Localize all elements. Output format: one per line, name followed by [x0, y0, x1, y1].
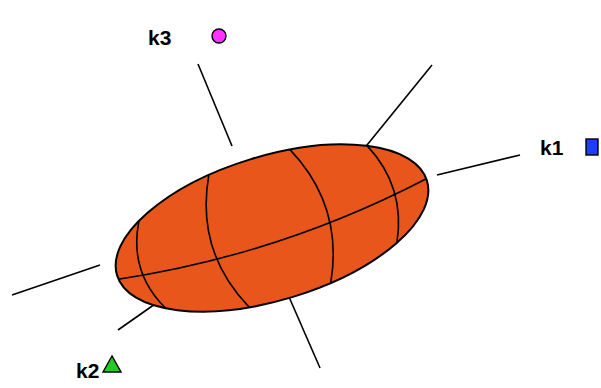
axis-label: k1 [540, 137, 563, 158]
ellipsoid [96, 112, 448, 344]
axis-lines [12, 64, 520, 368]
axis-label: k2 [76, 360, 99, 381]
axis-label: k3 [148, 27, 171, 48]
circle-marker [212, 29, 226, 43]
triangle-marker [103, 356, 121, 372]
square-marker [586, 139, 598, 155]
